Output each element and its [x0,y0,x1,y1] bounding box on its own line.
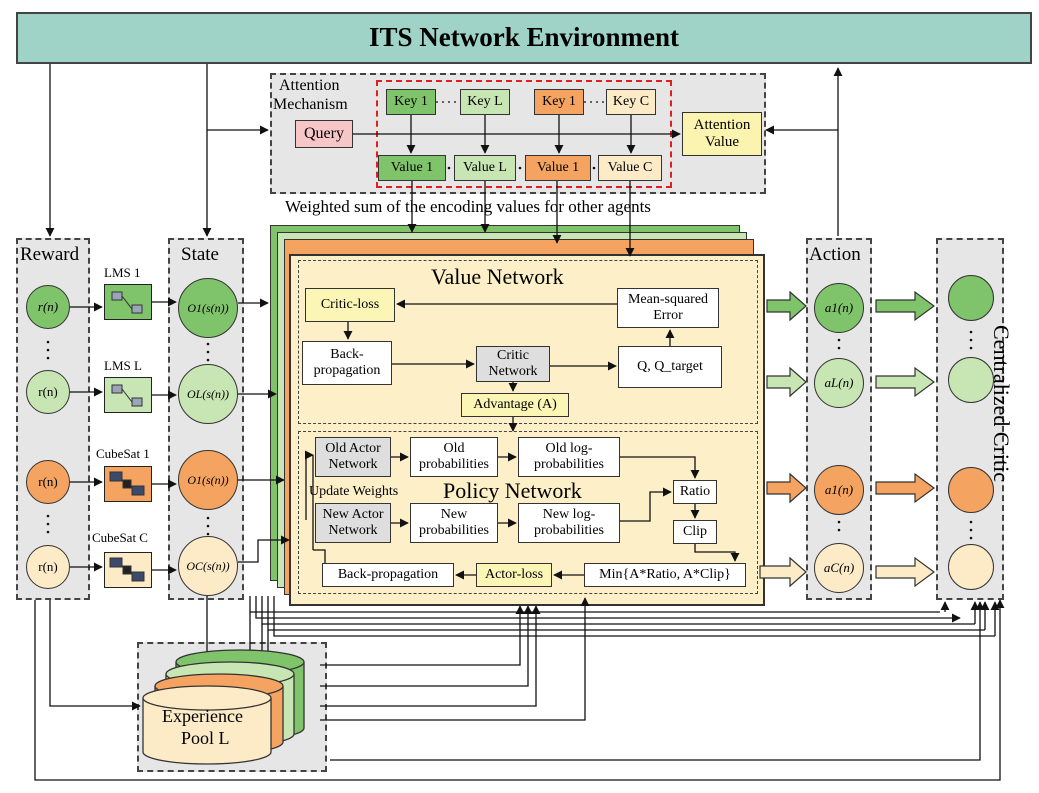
critic-loss-box: Critic-loss [305,288,395,322]
new-actor-line2: Network [328,523,378,538]
backprop-critic-line2: propagation [313,363,381,378]
key-lms-1: Key 1 [386,89,436,115]
action-circle-cubesat-1: a1(n) [814,465,864,515]
experience-pool-line2: Pool L [181,728,230,748]
new-actor-line1: New Actor [322,506,384,522]
action-label: Action [809,244,861,265]
attention-label-line1: Attention [279,77,340,94]
attention-caption: Weighted sum of the encoding values for … [285,197,651,216]
state-circle-cubesat-1: O1(s(n)) [178,450,238,510]
mse-line1: Mean-squared [627,291,709,307]
critic-circle-lms-1 [948,275,994,321]
new-logprob-line2: probabilities [534,523,604,538]
value-cubesat-1: Value 1 [525,155,591,181]
ratio-box: Ratio [673,480,717,504]
old-actor-line1: Old Actor [325,440,381,456]
new-probabilities-box: New probabilities [410,503,498,543]
old-probabilities-box: Old probabilities [410,437,498,477]
state-label: State [181,244,219,265]
old-prob-line1: Old [443,440,465,456]
old-logprob-line1: Old log- [545,440,593,456]
lms-1-satellite-icon [104,284,152,320]
attention-label-line2: Mechanism [273,96,348,113]
reward-circle-lms-1: r(n) [26,285,70,329]
critic-circle-cubesat-c [948,544,994,590]
attention-value-box: Attention Value [682,112,762,156]
state-circle-cubesat-c: OC(s(n)) [178,536,238,596]
old-prob-line2: probabilities [419,457,489,472]
agent-label-lms-l: LMS L [104,358,142,373]
value-network-title: Value Network [431,264,564,289]
attention-value-line1: Attention [693,116,751,133]
backprop-critic-line1: Back- [330,346,364,362]
critic-circle-lms-l [948,357,994,403]
mse-box: Mean-squared Error [617,288,719,328]
environment-bar: ITS Network Environment [16,12,1032,64]
new-prob-line1: New [440,506,468,522]
agent-label-cubesat-1: CubeSat 1 [96,446,150,461]
old-actor-line2: Network [328,457,378,472]
key-cubesat-1: Key 1 [534,89,584,115]
value-lms-l: Value L [454,155,516,181]
critic-network-line2: Network [488,364,538,379]
new-prob-line2: probabilities [419,523,489,538]
action-circle-cubesat-c: aC(n) [814,543,864,593]
advantage-box: Advantage (A) [461,393,569,417]
state-circle-lms-l: OL(s(n)) [178,364,238,424]
new-log-probabilities-box: New log- probabilities [518,503,620,543]
lms-l-satellite-icon [104,377,152,413]
agent-label-cubesat-c: CubeSat C [92,530,148,545]
old-actor-network-box: Old Actor Network [315,437,391,477]
mse-line2: Error [653,308,683,323]
backprop-critic-box: Back- propagation [302,341,392,385]
action-circle-lms-1: a1(n) [814,283,864,333]
reward-circle-cubesat-1: r(n) [26,460,70,504]
state-circle-lms-1: O1(s(n)) [178,278,238,338]
clip-box: Clip [673,520,717,544]
reward-circle-lms-l: r(n) [26,370,70,414]
critic-network-line1: Critic [497,347,529,363]
policy-network-panel [298,431,758,594]
backprop-actor-box: Back-propagation [322,563,454,587]
query-box: Query [295,120,353,148]
policy-network-title: Policy Network [443,478,582,503]
q-target-box: Q, Q_target [618,346,722,388]
old-log-probabilities-box: Old log- probabilities [518,437,620,477]
new-actor-network-box: New Actor Network [315,503,391,543]
experience-pool-line1: Experience [162,706,243,726]
attention-value-line2: Value [704,134,740,150]
value-cubesat-c: Value C [598,155,662,181]
value-network-panel [298,260,758,424]
key-cubesat-c: Key C [606,89,656,115]
old-logprob-line2: probabilities [534,457,604,472]
key-lms-l: Key L [460,89,510,115]
value-lms-1: Value 1 [378,155,446,181]
update-weights-label: Update Weights [309,484,399,499]
agent-label-lms-1: LMS 1 [104,265,141,280]
reward-circle-cubesat-c: r(n) [26,545,70,589]
actor-loss-box: Actor-loss [476,563,552,587]
critic-circle-cubesat-1 [948,467,994,513]
reward-label: Reward [20,244,80,265]
critic-network-box: Critic Network [476,346,550,382]
min-objective-box: Min{A*Ratio, A*Clip} [584,563,746,587]
action-circle-lms-l: aL(n) [814,358,864,408]
new-logprob-line1: New log- [542,506,596,522]
